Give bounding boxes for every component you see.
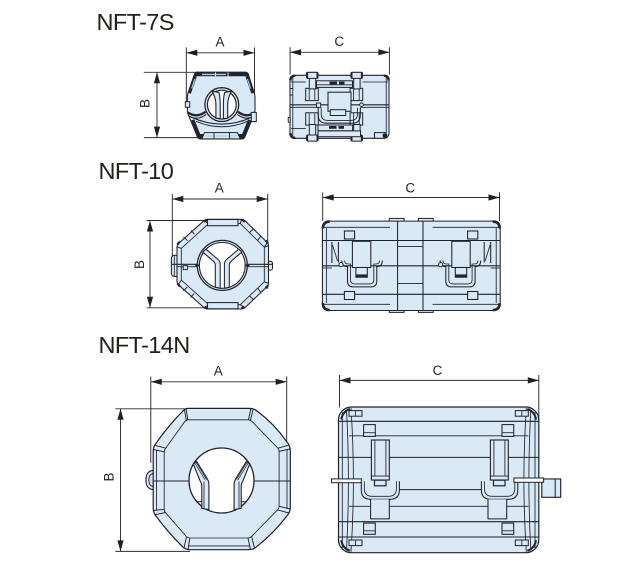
svg-text:NFT-10: NFT-10 [99,158,174,184]
svg-text:B: B [132,260,147,269]
svg-text:C: C [334,34,344,49]
svg-text:C: C [433,363,443,378]
svg-text:C: C [405,181,415,196]
svg-text:NFT-7S: NFT-7S [97,9,174,35]
svg-text:NFT-14N: NFT-14N [99,332,190,358]
svg-text:B: B [138,99,153,108]
svg-text:A: A [214,363,223,378]
svg-text:B: B [102,472,117,481]
svg-text:A: A [215,35,224,50]
svg-text:A: A [215,181,224,196]
